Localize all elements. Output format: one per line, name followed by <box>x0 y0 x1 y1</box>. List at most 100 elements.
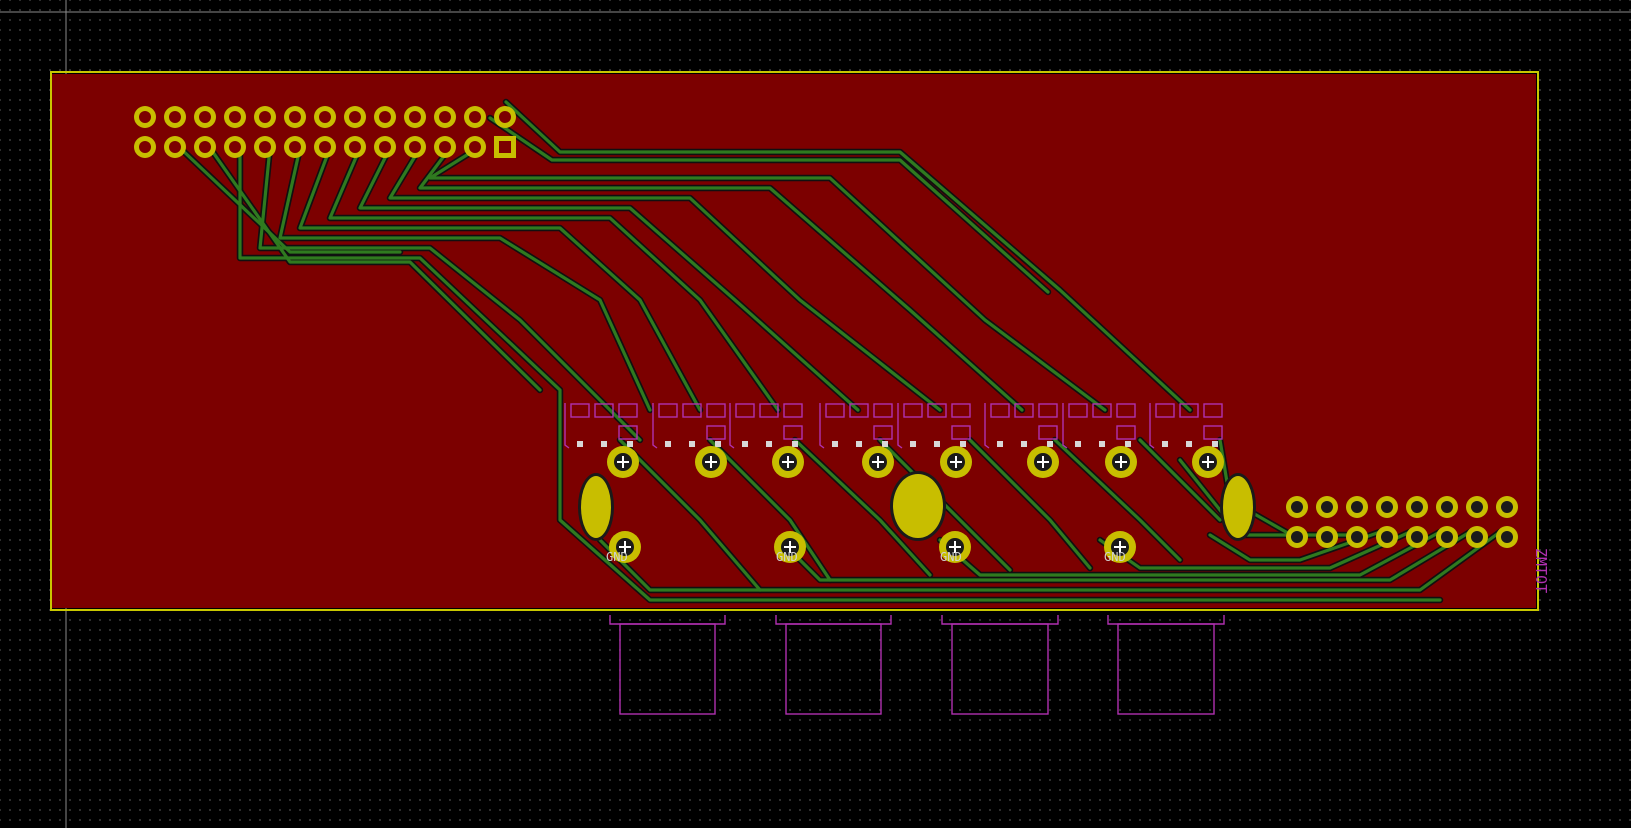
trace-14[interactable] <box>598 530 1502 592</box>
smd-pad-outline <box>1203 403 1223 418</box>
test-point[interactable] <box>766 441 772 447</box>
pad-hole <box>319 141 331 153</box>
test-point[interactable] <box>997 441 1003 447</box>
trace-18[interactable] <box>1208 530 1382 562</box>
component-outline <box>564 403 570 449</box>
pad-hole <box>1321 531 1333 543</box>
test-point[interactable] <box>882 441 888 447</box>
trace-10[interactable] <box>258 146 642 442</box>
smd-pad-outline <box>990 403 1010 418</box>
test-point[interactable] <box>1021 441 1027 447</box>
test-point[interactable] <box>1162 441 1168 447</box>
pad-hole <box>439 111 451 123</box>
trace-9[interactable] <box>278 146 652 412</box>
test-point[interactable] <box>627 441 633 447</box>
test-point[interactable] <box>601 441 607 447</box>
trace-13[interactable] <box>178 146 402 254</box>
hole-marker <box>619 541 631 553</box>
pad-hole <box>1321 501 1333 513</box>
trace-26[interactable] <box>1138 438 1222 522</box>
trace-2[interactable] <box>488 116 1050 294</box>
trace-12[interactable] <box>208 146 542 392</box>
smd-pad-outline <box>1038 425 1058 440</box>
smd-pad-outline <box>706 425 726 440</box>
test-point[interactable] <box>960 441 966 447</box>
pad-hole <box>409 111 421 123</box>
smd-pad-outline <box>1116 403 1136 418</box>
trace-3[interactable] <box>428 146 1107 412</box>
hole-marker <box>1115 456 1127 468</box>
pad-hole <box>1471 531 1483 543</box>
smd-pad-outline <box>735 403 755 418</box>
smd-pad-outline <box>927 403 947 418</box>
smd-pad-outline <box>618 425 638 440</box>
silkscreen-layer <box>564 403 1225 715</box>
pad-hole <box>1411 501 1423 513</box>
pad-hole <box>319 111 331 123</box>
smd-pad-outline <box>873 403 893 418</box>
test-point[interactable] <box>1125 441 1131 447</box>
test-point[interactable] <box>1212 441 1218 447</box>
pad-hole <box>259 111 271 123</box>
board-reference-label: ZMTOT <box>1532 548 1550 593</box>
test-point[interactable] <box>689 441 695 447</box>
component-outline <box>1149 403 1155 449</box>
test-point[interactable] <box>1099 441 1105 447</box>
smd-pad-outline <box>903 403 923 418</box>
test-point[interactable] <box>910 441 916 447</box>
pad-hole <box>1501 501 1513 513</box>
trace-7[interactable] <box>328 146 780 412</box>
test-point[interactable] <box>665 441 671 447</box>
trace-24[interactable] <box>968 438 1092 570</box>
hole-marker <box>784 541 796 553</box>
trace-4[interactable] <box>418 146 1024 412</box>
test-point[interactable] <box>1075 441 1081 447</box>
smd-pad-outline <box>1203 425 1223 440</box>
trace-1[interactable] <box>504 100 1192 412</box>
pad-hole <box>1291 501 1303 513</box>
gnd-label-1: GND <box>606 550 628 564</box>
test-point[interactable] <box>1186 441 1192 447</box>
test-point[interactable] <box>1047 441 1053 447</box>
test-point[interactable] <box>934 441 940 447</box>
smd-pad-outline <box>1092 403 1112 418</box>
hole-marker <box>872 456 884 468</box>
hole-marker <box>949 541 961 553</box>
oval-pad[interactable] <box>581 476 611 538</box>
pads-layer[interactable] <box>134 106 1518 563</box>
hole-marker <box>705 456 717 468</box>
jack-outline-top <box>941 615 1059 625</box>
trace-21[interactable] <box>708 438 832 582</box>
traces-layer[interactable] <box>176 98 1504 604</box>
jack-outline-top <box>775 615 892 625</box>
trace-15[interactable] <box>778 530 1472 582</box>
trace-20[interactable] <box>618 438 762 592</box>
oval-pad[interactable] <box>1223 476 1253 538</box>
test-point[interactable] <box>856 441 862 447</box>
board-edge-cuts[interactable] <box>50 71 1539 611</box>
pad-hole <box>229 111 241 123</box>
test-point[interactable] <box>742 441 748 447</box>
smd-pad-outline <box>1014 403 1034 418</box>
audio-jack-outline <box>619 623 716 715</box>
test-point[interactable] <box>577 441 583 447</box>
pad-hole <box>139 141 151 153</box>
pad-hole <box>139 111 151 123</box>
test-point[interactable] <box>792 441 798 447</box>
test-point[interactable] <box>832 441 838 447</box>
trace-6[interactable] <box>358 146 860 412</box>
trace-11[interactable] <box>238 146 1442 602</box>
trace-25[interactable] <box>1053 438 1182 562</box>
component-outline <box>1062 403 1068 449</box>
test-point[interactable] <box>715 441 721 447</box>
trace-8[interactable] <box>298 146 702 412</box>
trace-5[interactable] <box>388 146 942 412</box>
smd-pad-outline <box>658 403 678 418</box>
trace-23[interactable] <box>878 438 1012 572</box>
oval-pad[interactable] <box>893 474 943 538</box>
pad-hole <box>229 141 241 153</box>
trace-22[interactable] <box>793 438 932 577</box>
pad-hole <box>169 111 181 123</box>
